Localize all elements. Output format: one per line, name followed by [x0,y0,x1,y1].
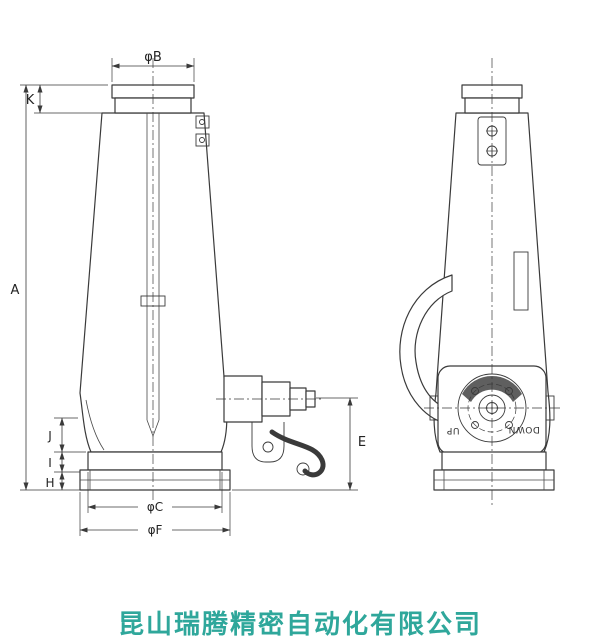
clevis-pin [262,441,274,453]
clevis [251,422,285,463]
label-mask-phi-c [138,500,172,514]
cap-lug-bolt-lower [199,137,205,143]
base-upper-front [87,451,223,471]
body-casting-curve [85,399,105,451]
dim-label-h: H [45,476,54,490]
base-upper-side [441,451,547,471]
base-detail-front [80,470,230,490]
label-mask-phi-f [138,523,172,537]
side-slot [513,251,529,311]
hub-label-down: DOWN [508,424,540,434]
crank-handle [269,429,326,478]
dim-label-k: K [26,93,35,108]
dim-label-phi-f: φF [148,523,163,537]
hub-label-up: UP [446,425,459,435]
cap-lug-bolt-upper [199,119,205,125]
technical-drawing: φB K A J I H E φC φF [11,50,562,537]
jack-body-front [79,112,228,453]
hub-bolt-1 [471,387,479,395]
watermark-company-name: 昆山瑞腾精密自动化有限公司 [117,610,482,640]
dim-label-e: E [358,435,366,450]
centerline-front [152,58,324,506]
hub-bolt-4 [505,421,513,429]
dimensions-front: φB K A J I H E φC φF [11,50,366,537]
dim-label-phi-b: φB [144,50,162,65]
hub-bolt-3 [471,421,479,429]
dim-label-a: A [11,283,20,298]
front-view [79,58,326,506]
base-detail-side [434,470,554,490]
cap-lug-lower [195,133,210,147]
centerline-side [424,58,562,506]
crank-handle-ball [296,462,310,476]
extension-lines-front [20,58,358,536]
hub-bolt-2 [505,387,513,395]
drawing-stage: φB K A J I H E φC φF [11,50,562,640]
dim-label-i: I [48,456,52,470]
dim-label-phi-c: φC [147,500,163,514]
cap-lug-upper [195,115,210,129]
side-view: UP DOWN [399,58,562,506]
dim-label-j: J [47,429,52,443]
